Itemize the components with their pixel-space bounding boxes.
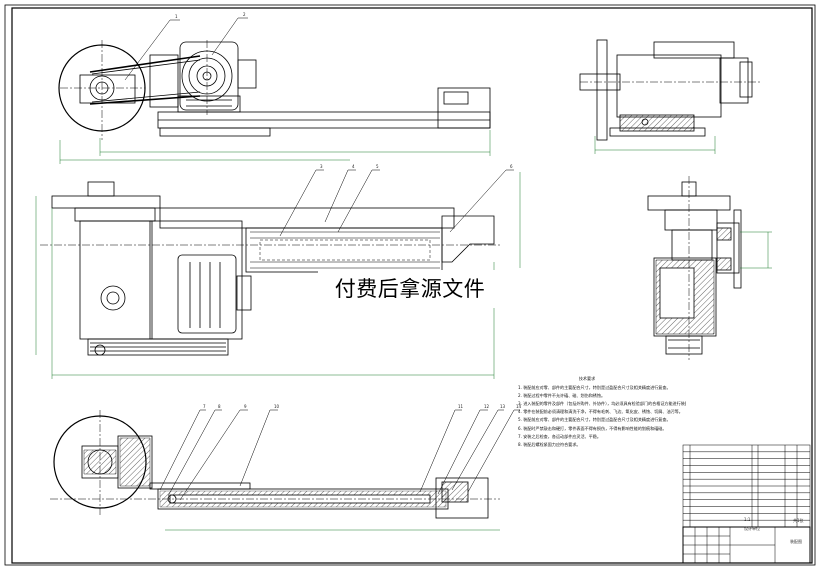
- side-section-view: [647, 176, 772, 360]
- part-callout-label: 10: [274, 404, 280, 409]
- part-callout-label: 11: [458, 404, 464, 409]
- part-callout-label: 7: [203, 404, 206, 409]
- part-callout-label: 3: [320, 164, 323, 169]
- part-callout-label: 6: [510, 164, 513, 169]
- title-block-company: 设计单位: [744, 526, 760, 531]
- title-block: [682, 526, 811, 564]
- title-block-title: 装配图: [790, 539, 802, 544]
- outer-border: [4, 4, 816, 566]
- part-callout-label: 14: [516, 404, 522, 409]
- note-item: 6. 装配时严禁敲击和硬打，零件表面不得有损伤，不得有影响性能的划痕和磕碰。: [518, 425, 667, 431]
- part-callout-label: 4: [352, 164, 355, 169]
- part-callout-label: 1: [175, 14, 178, 19]
- note-item: 3. 进入装配的零件及部件（包括外购件、外协件），均必须具有检验部门的合格证方能…: [518, 401, 686, 407]
- technical-requirements: 技术要求 1. 装配前应对零、部件的主要配合尺寸，特别是过盈配合尺寸及相关精度进…: [518, 375, 686, 449]
- leader-lines: [124, 17, 520, 501]
- part-callout-label: 5: [376, 164, 379, 169]
- part-callout-label: 9: [244, 404, 247, 409]
- title-block-sheet: 共1张: [793, 518, 804, 523]
- bom-table: [682, 444, 811, 528]
- note-item: 4. 零件在装配前必须清理和清洗干净，不得有毛刺、飞边、氧化皮、锈蚀、切屑、油污…: [518, 409, 683, 415]
- part-callout-label: 2: [243, 12, 246, 17]
- inner-border: [11, 7, 813, 564]
- title-block-scale: 1:1: [744, 517, 751, 522]
- side-view-top: [579, 39, 760, 154]
- note-item: 2. 装配过程中零件不允许磕、碰、划伤和锈蚀。: [518, 393, 606, 399]
- notes-title: 技术要求: [578, 376, 596, 381]
- watermark-label: 付费后拿源文件: [318, 270, 502, 308]
- note-item: 5. 装配前应对零、部件的主要配合尺寸，特别是过盈配合尺寸及相关精度进行复查。: [518, 417, 671, 423]
- note-item: 7. 安装之后检查，各运动部件应灵活、平稳。: [518, 433, 601, 439]
- part-callout-label: 8: [218, 404, 221, 409]
- bottom-section-view: [50, 410, 500, 531]
- front-elevation-view: [58, 40, 491, 164]
- part-callout-label: 13: [500, 404, 506, 409]
- note-item: 8. 装配后螺栓紧固力应符合要求。: [518, 441, 581, 447]
- part-callout-label: 12: [484, 404, 490, 409]
- note-item: 1. 装配前应对零、部件的主要配合尺寸，特别是过盈配合尺寸及相关精度进行复查。: [518, 385, 671, 391]
